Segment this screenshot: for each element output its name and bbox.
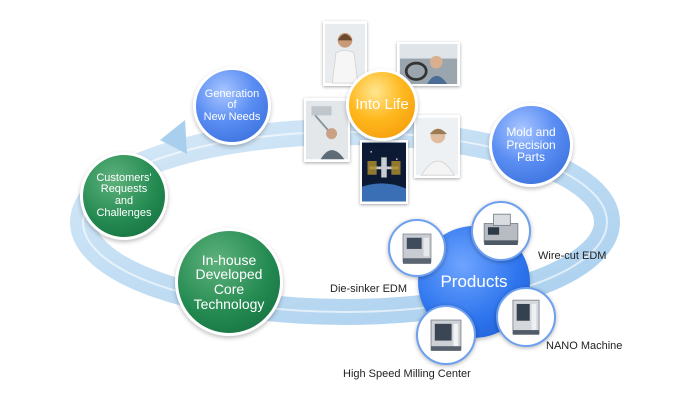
mold-precision-parts-node: Mold and Precision Parts	[489, 103, 573, 187]
cycle-arrow-head	[160, 120, 187, 154]
high-speed-milling-center-image	[416, 305, 476, 365]
customers-requests-node: Customers' Requests and Challenges	[80, 152, 168, 240]
nano-machine-label: NANO Machine	[546, 340, 623, 352]
core-technology-label: In-house Developed Core Technology	[193, 251, 265, 312]
generation-of-new-needs-label: Generation of New Needs	[203, 87, 261, 123]
products-label: Products	[440, 272, 508, 292]
generation-of-new-needs-node: Generation of New Needs	[193, 67, 271, 145]
into-life-node: Into Life	[346, 69, 418, 141]
dental-care-photo	[304, 98, 350, 162]
customers-requests-label: Customers' Requests and Challenges	[96, 171, 152, 219]
core-technology-node: In-house Developed Core Technology	[175, 228, 283, 336]
space-station-photo	[360, 140, 408, 204]
die-sinker-edm-label: Die-sinker EDM	[330, 283, 408, 295]
wire-cut-edm-label: Wire-cut EDM	[538, 250, 607, 262]
into-life-label: Into Life	[355, 96, 409, 114]
nano-machine-image	[496, 287, 556, 347]
wire-cut-edm-image	[471, 201, 531, 261]
high-speed-milling-center-label: High Speed Milling Center	[343, 368, 471, 380]
driver-car-photo	[397, 42, 460, 86]
die-sinker-edm-image	[388, 219, 446, 277]
woman-resting-photo	[414, 115, 460, 178]
woman-phone-photo	[323, 21, 367, 86]
mold-precision-parts-label: Mold and Precision Parts	[506, 125, 556, 165]
